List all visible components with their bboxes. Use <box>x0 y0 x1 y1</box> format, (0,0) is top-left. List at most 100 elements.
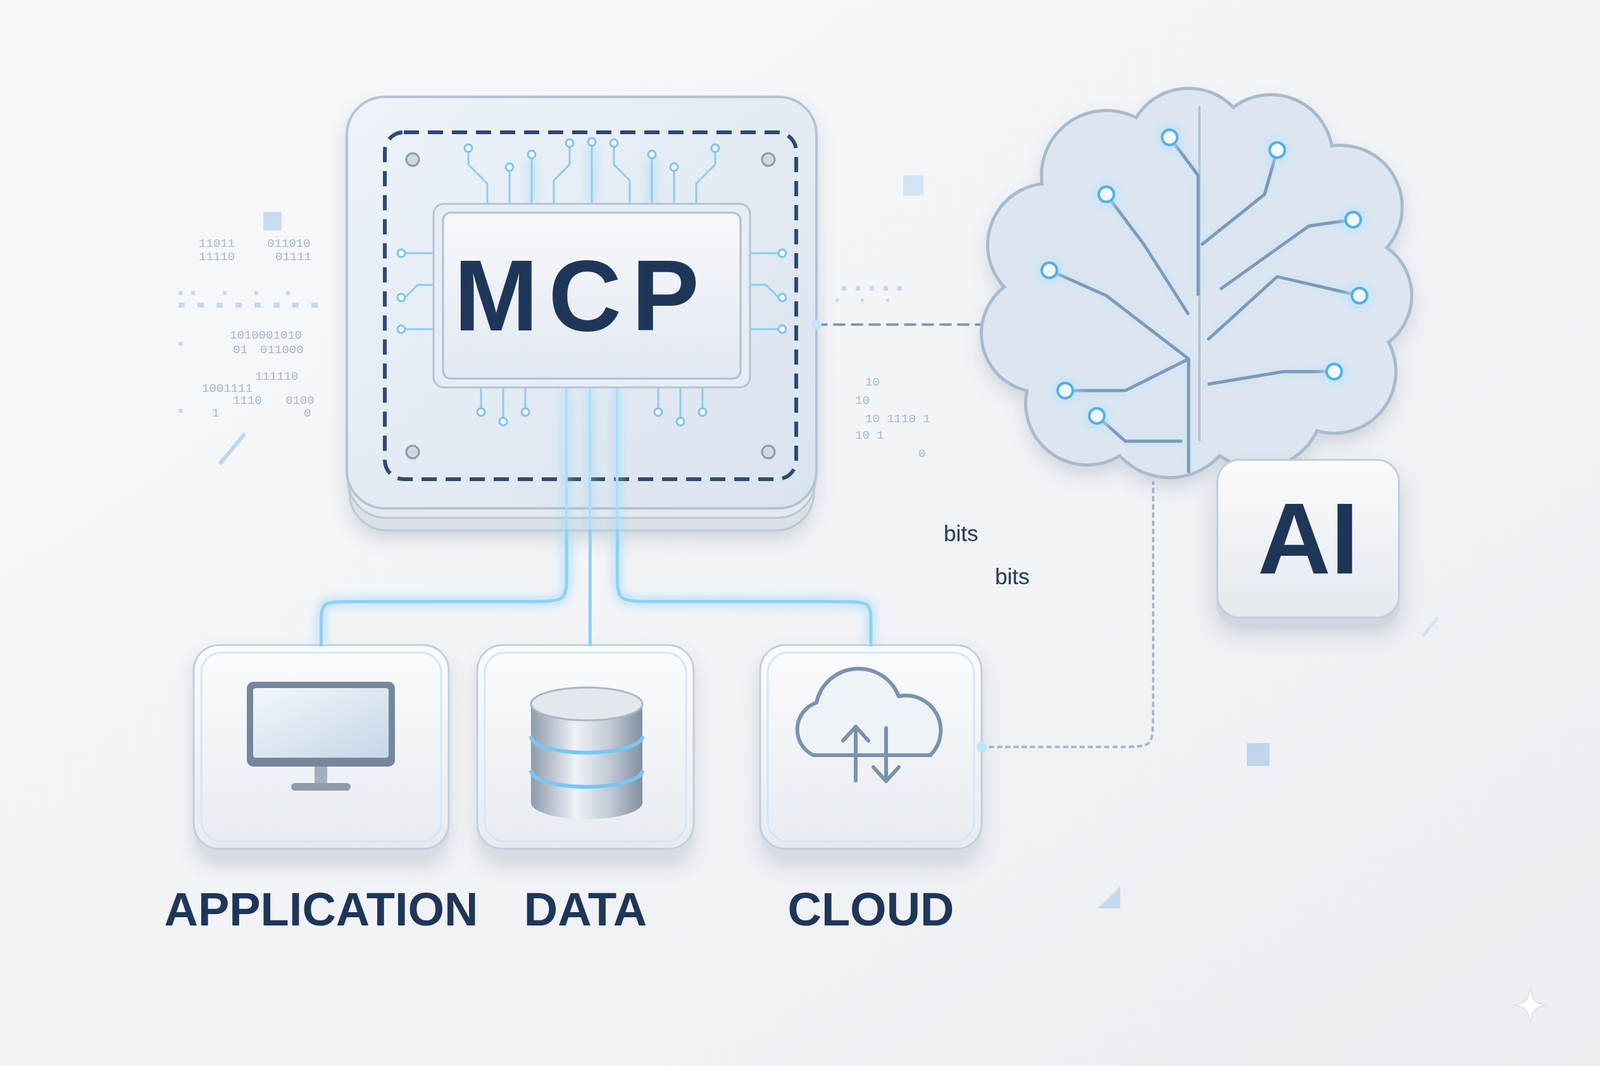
bits-label: bits <box>994 563 1030 590</box>
ai-badge: AI <box>1216 458 1400 619</box>
binary-digits: 11011 <box>198 236 235 252</box>
connector <box>981 482 1154 747</box>
brain-trace <box>1049 270 1189 473</box>
application-tile-face <box>193 644 449 858</box>
label-anchor: 1110 <box>232 393 263 409</box>
tile-caption: APPLICATION <box>163 881 478 938</box>
brain-node <box>1041 262 1057 278</box>
label-anchor: 11011 <box>198 236 235 252</box>
label-anchor: 0 <box>918 446 926 462</box>
brain-node <box>1326 363 1342 380</box>
brain-node-glow <box>1082 401 1111 430</box>
chip-plate <box>433 203 750 388</box>
connector-group <box>811 319 980 330</box>
label-anchor: 111110 <box>255 369 299 385</box>
brain-trace <box>1220 219 1354 290</box>
brain-node-glow <box>1339 205 1368 234</box>
connector-glow-dot <box>811 319 822 330</box>
brain-node <box>1269 142 1285 158</box>
hub-title: MCP <box>453 239 710 352</box>
database-icon <box>531 687 643 819</box>
sparkle-watermark <box>1512 987 1549 1023</box>
bits-label: bits <box>943 520 978 547</box>
binary-digits: 111110 <box>255 369 299 385</box>
application-tile: APPLICATION <box>193 644 449 849</box>
brain-trace <box>1106 194 1189 315</box>
brain-trace <box>1169 137 1199 296</box>
binary-digits: 01 <box>232 343 248 358</box>
label-anchor: 01 <box>232 343 248 358</box>
brain-node <box>1098 186 1114 202</box>
brain-node-glow <box>1263 136 1292 164</box>
label-anchor: bits <box>994 563 1030 590</box>
brain-node <box>1162 129 1178 145</box>
chip-top <box>443 212 741 379</box>
binary-digits: 10 1110 1 <box>865 412 931 427</box>
brain-node-glow <box>1092 180 1121 209</box>
cloud-tile-face <box>760 644 982 858</box>
brain-node <box>1345 212 1361 228</box>
deco-stroke <box>219 433 245 464</box>
connector-group <box>976 482 1154 752</box>
brain-trace <box>1065 358 1189 391</box>
label-anchor: 10 1 <box>855 428 885 444</box>
brain-node <box>1089 408 1105 424</box>
connector-group <box>321 530 568 645</box>
brain-node-glow <box>1345 281 1374 310</box>
deco-square <box>1246 743 1270 766</box>
cloud-tile: CLOUD <box>760 644 982 849</box>
deco-triangle <box>1098 886 1121 909</box>
binary-digits: 10 <box>855 393 870 409</box>
deco-square <box>903 175 924 196</box>
binary-digits: 0 <box>303 406 311 421</box>
data-tile-face <box>477 644 694 858</box>
brain-node <box>1057 382 1073 399</box>
connector-glow <box>321 530 568 645</box>
label-anchor: 11110 <box>198 250 235 265</box>
connector-group <box>617 530 871 645</box>
label-anchor: 011010 <box>267 236 311 252</box>
binary-digits: 011010 <box>267 236 311 252</box>
connector <box>617 530 871 645</box>
brain-node <box>1351 287 1368 304</box>
circuit-traces <box>405 145 779 531</box>
brain-outline <box>979 86 1414 483</box>
brain-node-glow <box>1155 123 1184 152</box>
brain-trace-glow <box>1201 150 1278 245</box>
label-anchor: 10 <box>855 393 870 409</box>
label-anchor: 10 <box>865 375 880 390</box>
brain-trace-glow <box>1207 371 1335 385</box>
binary-digits: 1010001010 <box>229 328 302 344</box>
label-anchor: 01111 <box>275 250 312 265</box>
connector <box>816 323 980 326</box>
mcp-hub-box: MCP <box>346 96 817 531</box>
label-anchor: bits <box>943 520 978 547</box>
binary-digits: 0100 <box>285 393 315 409</box>
data-tile: DATA <box>477 644 694 849</box>
label-anchor: 0 <box>303 406 311 421</box>
binary-digits: 10 1 <box>855 428 885 444</box>
label-anchor: 1 <box>212 406 219 421</box>
connector-glow <box>584 530 596 645</box>
binary-digits: 1110 <box>232 393 263 409</box>
binary-digits: 1 <box>212 406 219 421</box>
tile-caption: CLOUD <box>787 881 954 938</box>
brain-trace-glow <box>1049 270 1189 473</box>
binary-digits: 011000 <box>260 343 304 358</box>
trace-ends <box>397 137 787 426</box>
deco-stroke <box>1422 617 1438 637</box>
binary-digits: 01111 <box>275 250 312 265</box>
label-anchor: 10 1110 1 <box>865 412 931 427</box>
connector <box>588 530 592 645</box>
deco-square <box>263 212 282 231</box>
brain-trace <box>1207 276 1360 340</box>
mcp-block <box>346 96 817 531</box>
label-anchor: 011000 <box>260 343 304 358</box>
brain-trace <box>1201 150 1278 245</box>
brain-trace-glow <box>1106 194 1189 315</box>
brain-node-glow <box>1051 376 1080 405</box>
brain-trace-glow <box>1169 137 1199 296</box>
brain-node-glow <box>1035 256 1064 285</box>
